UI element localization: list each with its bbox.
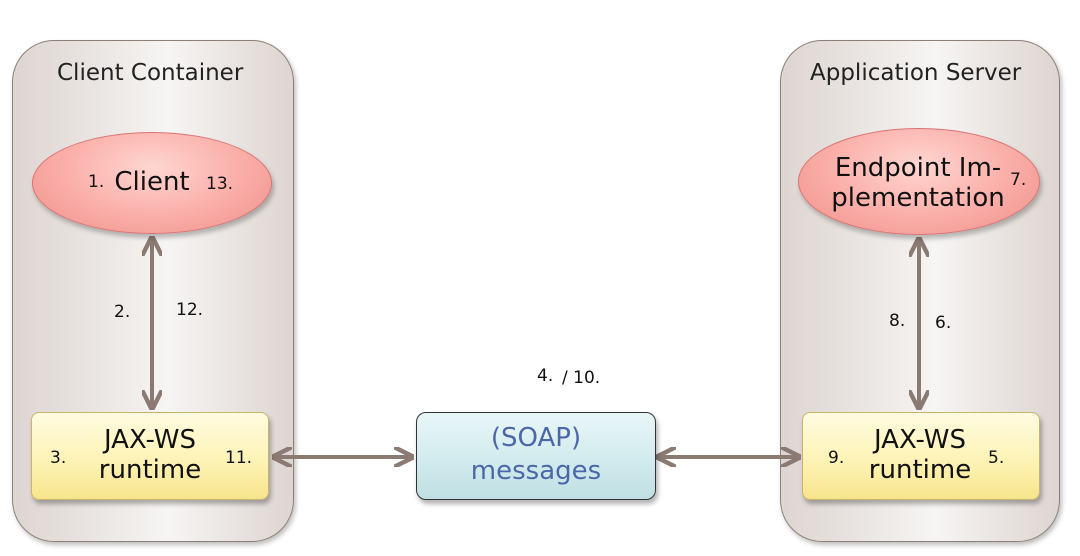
client-label: Client xyxy=(114,167,190,197)
step-7: 7. xyxy=(1010,170,1027,190)
step-2: 2. xyxy=(114,302,131,322)
client-jaxws-runtime-label: JAX-WS runtime xyxy=(80,425,220,485)
step-6: 6. xyxy=(935,313,952,333)
step-5: 5. xyxy=(988,448,1005,468)
step-9: 9. xyxy=(828,448,845,468)
soap-messages-line2: messages xyxy=(470,456,602,486)
application-server-title: Application Server xyxy=(810,60,1022,86)
client-container-title: Client Container xyxy=(57,60,244,86)
step-8: 8. xyxy=(889,311,906,331)
server-runtime-line1: JAX-WS xyxy=(873,425,967,455)
soap-messages-label: (SOAP) messages xyxy=(436,422,636,488)
endpoint-implementation-label: Endpoint Im- plementation xyxy=(818,153,1018,213)
step-3: 3. xyxy=(50,448,67,468)
step-1: 1. xyxy=(88,172,105,192)
soap-messages-line1: (SOAP) xyxy=(490,423,582,453)
client-jaxws-runtime-box xyxy=(31,412,269,500)
step-12: 12. xyxy=(176,300,204,320)
endpoint-label-line1: Endpoint Im- xyxy=(834,153,1002,183)
client-ellipse xyxy=(32,132,272,234)
server-jaxws-runtime-label: JAX-WS runtime xyxy=(850,425,990,485)
client-runtime-line1: JAX-WS xyxy=(103,425,197,455)
server-jaxws-runtime-box xyxy=(802,412,1040,500)
endpoint-implementation-ellipse xyxy=(798,128,1040,235)
server-runtime-line2: runtime xyxy=(868,455,972,485)
endpoint-label-line2: plementation xyxy=(831,183,1005,213)
step-13: 13. xyxy=(206,174,234,194)
step-11: 11. xyxy=(225,448,253,468)
step-4: 4. xyxy=(537,366,554,386)
soap-messages-box xyxy=(416,412,656,500)
step-10: / 10. xyxy=(562,368,601,388)
client-runtime-line2: runtime xyxy=(98,455,202,485)
